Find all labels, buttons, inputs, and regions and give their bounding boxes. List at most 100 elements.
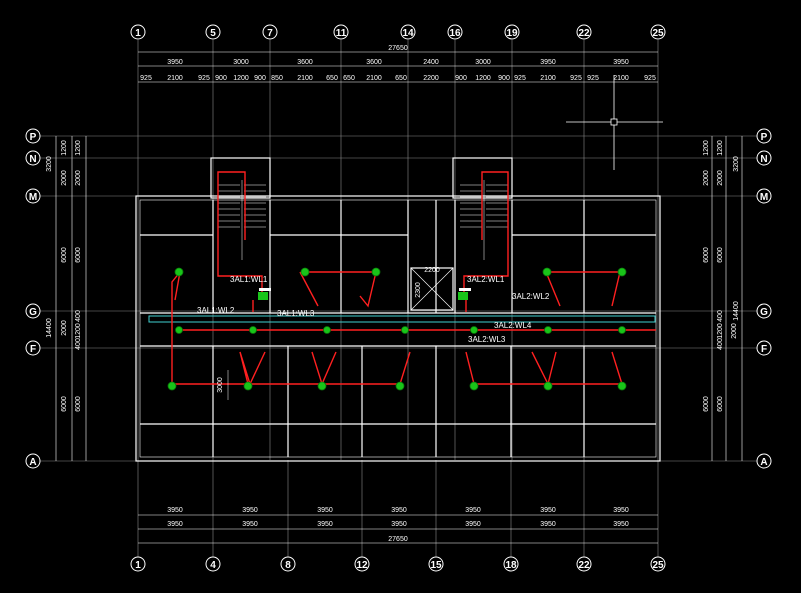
svg-text:6000: 6000 xyxy=(61,247,68,263)
svg-text:3950: 3950 xyxy=(613,59,629,66)
svg-text:1200: 1200 xyxy=(703,140,710,156)
svg-text:2200: 2200 xyxy=(424,267,440,274)
axis-bubble-bottom-4: 4 xyxy=(205,556,221,572)
svg-text:1200: 1200 xyxy=(233,75,249,82)
axis-bubble-right-F: F xyxy=(756,340,772,356)
top-dimensions xyxy=(138,51,658,83)
axis-bubble-left-G: G xyxy=(25,303,41,319)
svg-text:18: 18 xyxy=(505,560,517,571)
svg-text:3950: 3950 xyxy=(317,521,333,528)
svg-text:3950: 3950 xyxy=(167,507,183,514)
svg-text:N: N xyxy=(760,154,767,165)
svg-text:650: 650 xyxy=(343,75,355,82)
svg-text:3950: 3950 xyxy=(167,521,183,528)
svg-text:19: 19 xyxy=(506,28,518,39)
bottom-row1-dims: 3950 3950 3950 3950 3950 3950 3950 xyxy=(167,507,629,514)
circuit-label: 3AL1:WL1 xyxy=(230,275,268,284)
axis-bubble-bottom-18: 18 xyxy=(503,556,519,572)
svg-text:3950: 3950 xyxy=(613,507,629,514)
svg-text:2100: 2100 xyxy=(613,75,629,82)
svg-text:8: 8 xyxy=(285,560,291,571)
svg-text:4: 4 xyxy=(210,560,216,571)
bottom-row2-dims: 3950 3950 3950 3950 3950 3950 3950 xyxy=(167,521,629,528)
axis-bubble-top-7: 7 xyxy=(262,24,278,40)
top-axis-bubbles: 1 5 7 11 14 16 19 22 25 xyxy=(130,24,666,40)
axis-bubble-left-P: P xyxy=(25,128,41,144)
svg-text:3950: 3950 xyxy=(317,507,333,514)
right-outer-dims: 3200 14400 xyxy=(733,156,740,321)
light-fixture xyxy=(469,381,479,391)
light-fixture xyxy=(617,381,627,391)
svg-text:1: 1 xyxy=(135,28,141,39)
circuit-label: 3AL2:WL3 xyxy=(468,335,506,344)
svg-text:M: M xyxy=(760,192,768,203)
axis-bubble-bottom-25: 25 xyxy=(650,556,666,572)
svg-text:3950: 3950 xyxy=(391,521,407,528)
svg-text:G: G xyxy=(29,307,37,318)
svg-text:14400: 14400 xyxy=(46,318,53,338)
light-fixture xyxy=(174,267,184,277)
svg-text:6000: 6000 xyxy=(61,396,68,412)
svg-text:1200: 1200 xyxy=(61,140,68,156)
light-fixture xyxy=(618,326,626,334)
svg-text:11: 11 xyxy=(336,28,347,39)
panel-3AL1 xyxy=(258,292,268,300)
svg-text:G: G xyxy=(760,307,768,318)
left-vertical-dims: 1200 2000 6000 400 2000 1200 400 6000 12… xyxy=(61,140,82,412)
svg-text:3000: 3000 xyxy=(475,59,491,66)
svg-text:25: 25 xyxy=(652,560,664,571)
inner-dims: 2200 2300 3000 xyxy=(217,267,440,400)
svg-text:925: 925 xyxy=(198,75,210,82)
light-fixture xyxy=(167,381,177,391)
light-fixture xyxy=(543,381,553,391)
svg-text:2000: 2000 xyxy=(61,320,68,336)
svg-text:N: N xyxy=(29,154,36,165)
row-axis-bubbles: P N M G F A P N M G F A xyxy=(25,128,772,469)
svg-text:M: M xyxy=(29,192,37,203)
svg-text:3950: 3950 xyxy=(540,507,556,514)
light-fixture xyxy=(243,381,253,391)
axis-bubble-left-A: A xyxy=(25,453,41,469)
svg-text:900: 900 xyxy=(498,75,510,82)
svg-text:22: 22 xyxy=(578,28,590,39)
svg-text:2300: 2300 xyxy=(415,282,422,298)
svg-text:P: P xyxy=(761,132,768,143)
svg-text:2000: 2000 xyxy=(717,170,724,186)
svg-text:3950: 3950 xyxy=(391,507,407,514)
circuit-label: 3AL1:WL2 xyxy=(197,306,235,315)
axis-bubble-right-N: N xyxy=(756,150,772,166)
svg-text:3200: 3200 xyxy=(733,156,740,172)
side-dimension-lines xyxy=(55,136,743,461)
svg-text:1200: 1200 xyxy=(75,140,82,156)
light-fixture xyxy=(470,326,478,334)
svg-text:925: 925 xyxy=(644,75,656,82)
panel-3AL2 xyxy=(458,292,468,300)
svg-text:2000: 2000 xyxy=(731,323,738,339)
svg-text:3950: 3950 xyxy=(242,507,258,514)
svg-text:12: 12 xyxy=(356,560,368,571)
bottom-axis-bubbles: 1 4 8 12 15 18 22 25 xyxy=(130,556,666,572)
light-fixture xyxy=(395,381,405,391)
building-walls xyxy=(135,157,661,462)
axis-bubble-right-G: G xyxy=(756,303,772,319)
svg-text:2000: 2000 xyxy=(75,170,82,186)
svg-text:650: 650 xyxy=(326,75,338,82)
axis-bubble-top-16: 16 xyxy=(447,24,463,40)
axis-bubble-bottom-12: 12 xyxy=(354,556,370,572)
axis-bubble-top-19: 19 xyxy=(504,24,520,40)
svg-text:3950: 3950 xyxy=(465,521,481,528)
svg-text:2200: 2200 xyxy=(423,75,439,82)
circuit-wiring xyxy=(171,171,656,387)
axis-bubble-top-5: 5 xyxy=(205,24,221,40)
circuit-labels: 3AL1:WL1 3AL1:WL2 3AL1:WL3 3AL2:WL1 3AL2… xyxy=(197,275,550,344)
svg-text:2100: 2100 xyxy=(297,75,313,82)
top-row1-dims: 3950 3000 3600 3600 2400 3000 3950 3950 xyxy=(167,59,629,66)
svg-text:6000: 6000 xyxy=(717,247,724,263)
axis-bubble-right-A: A xyxy=(756,453,772,469)
bottom-total-dim: 27650 xyxy=(388,536,408,543)
crosshair-cursor[interactable] xyxy=(566,75,663,170)
svg-text:900: 900 xyxy=(254,75,266,82)
axis-bubble-top-11: 11 xyxy=(333,24,349,40)
light-fixtures xyxy=(167,267,627,391)
svg-text:925: 925 xyxy=(587,75,599,82)
